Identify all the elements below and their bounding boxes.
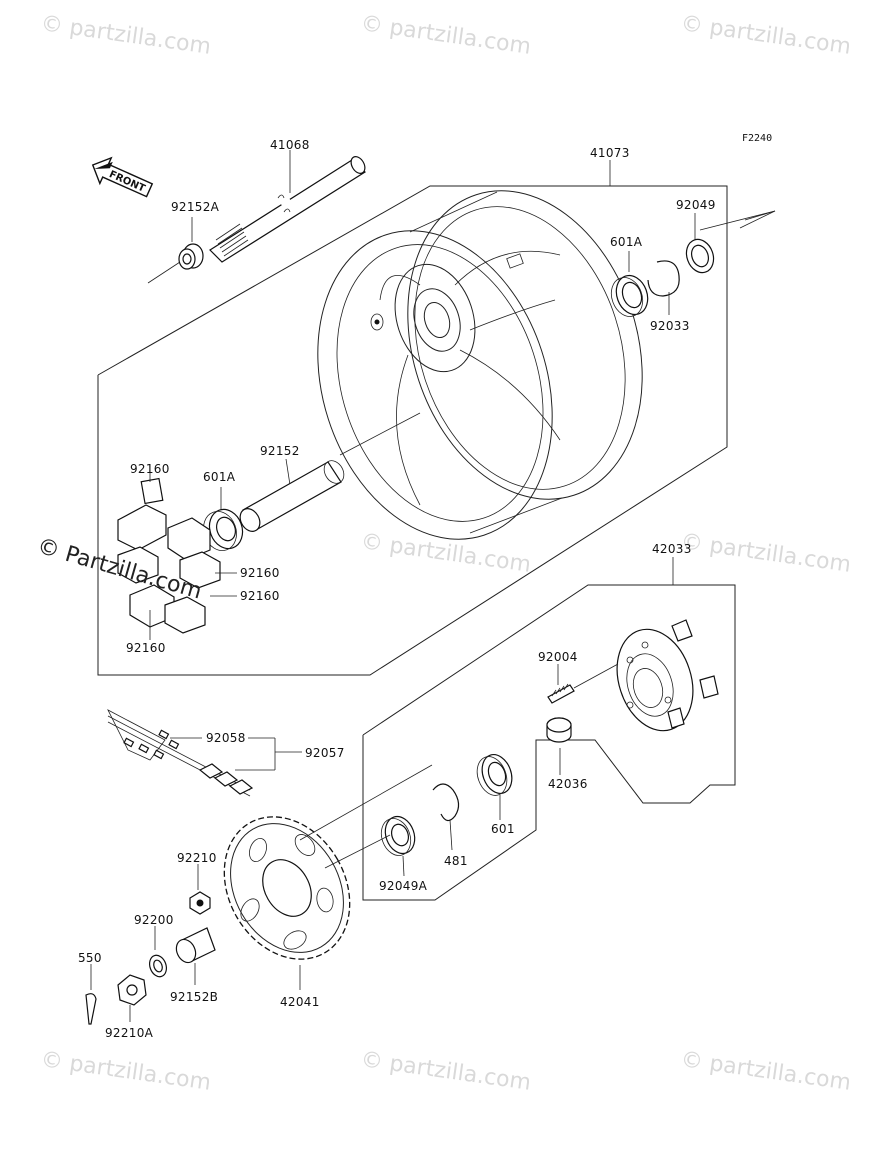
label-92210a: 92210A (105, 1026, 154, 1040)
label-92033: 92033 (650, 319, 690, 333)
hub-dampers-92160 (117, 470, 237, 640)
label-92049a: 92049A (379, 879, 428, 893)
stud-92004 (547, 663, 619, 704)
front-arrow-icon: FRONT (91, 156, 154, 198)
label-92049: 92049 (676, 198, 716, 212)
coupling-assembly-box (362, 557, 736, 901)
part-labels: 41068 41073 92152A 92049 601A 92033 9215… (78, 138, 716, 1040)
wheel-assembly-box (97, 160, 776, 676)
label-92058: 92058 (206, 731, 246, 745)
label-481: 481 (444, 854, 468, 868)
label-92210: 92210 (177, 851, 217, 865)
oil-seal-92049a (380, 815, 416, 877)
nut-92210a (117, 974, 147, 1022)
cotter-pin-550 (85, 964, 97, 1025)
diagram-code: F2240 (742, 133, 772, 144)
label-92152b: 92152B (170, 990, 218, 1004)
rear-axle (209, 150, 366, 263)
washer-92200 (148, 926, 168, 978)
label-42033: 42033 (652, 542, 692, 556)
label-92152a: 92152A (171, 200, 220, 214)
watermark-text: © partzilla.com (359, 529, 532, 578)
nut-92210 (189, 864, 211, 915)
label-601a-upper: 601A (610, 235, 643, 249)
label-92160-bottom-left: 92160 (126, 641, 166, 655)
rear-sprocket-coupling (616, 619, 719, 732)
bearing-601a-lower (203, 487, 244, 551)
collar-92152 (239, 412, 421, 532)
circlip-481 (432, 783, 460, 851)
background-watermarks: © partzilla.com © partzilla.com © partzi… (39, 11, 852, 1096)
watermark-text: © partzilla.com (359, 1047, 532, 1096)
label-42036: 42036 (548, 777, 588, 791)
label-92057: 92057 (305, 746, 345, 760)
label-92160-right-1: 92160 (240, 566, 280, 580)
watermark-text: © partzilla.com (359, 11, 532, 60)
oil-seal-92049 (685, 213, 715, 274)
label-41068: 41068 (270, 138, 310, 152)
bearing-601a-upper (610, 251, 649, 317)
label-92004: 92004 (538, 650, 578, 664)
label-92152: 92152 (260, 444, 300, 458)
collar-42036 (546, 717, 572, 775)
watermark-text: © partzilla.com (679, 1047, 852, 1096)
collar-92152b (175, 927, 216, 985)
label-41073: 41073 (590, 146, 630, 160)
watermark-text: © partzilla.com (39, 1047, 212, 1096)
label-601a-lower: 601A (203, 470, 236, 484)
label-550: 550 (78, 951, 102, 965)
watermark-text: © partzilla.com (679, 529, 852, 578)
collar-92152a (178, 217, 204, 270)
watermark-text: © partzilla.com (39, 11, 212, 60)
watermark-text: © partzilla.com (679, 11, 852, 60)
bearing-601 (476, 754, 513, 820)
rear-sprocket (223, 764, 433, 990)
rear-wheel-rim (317, 190, 643, 540)
label-601: 601 (491, 822, 515, 836)
label-92200: 92200 (134, 913, 174, 927)
circlip-92033 (647, 260, 680, 315)
drive-chain (107, 709, 302, 797)
label-92160-top-left: 92160 (130, 462, 170, 476)
label-42041: 42041 (280, 995, 320, 1009)
label-92160-right-2: 92160 (240, 589, 280, 603)
